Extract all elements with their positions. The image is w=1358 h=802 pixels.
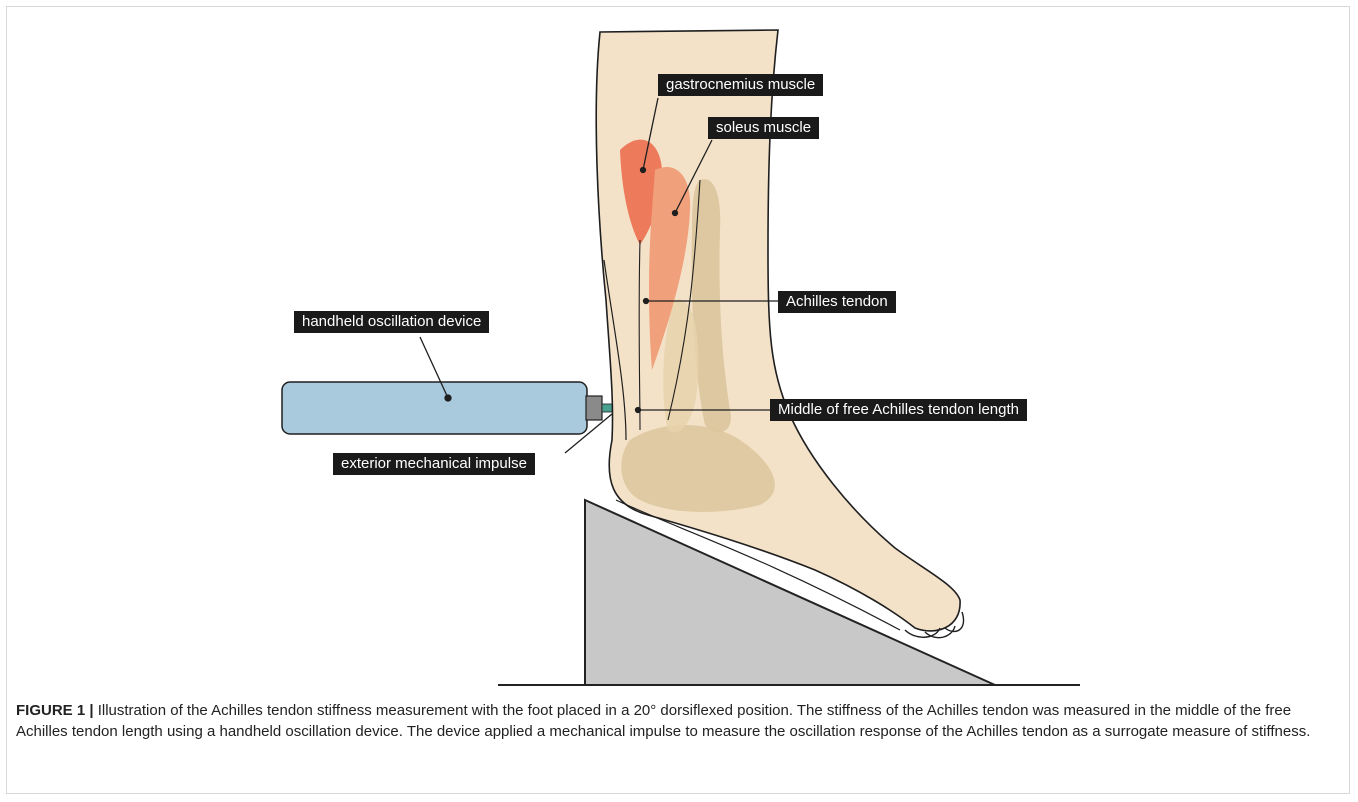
dot-achilles: [644, 299, 649, 304]
figure-caption: FIGURE 1 | Illustration of the Achilles …: [16, 700, 1342, 742]
illustration: [0, 0, 1358, 700]
dot-gastrocnemius: [641, 168, 646, 173]
label-device: handheld oscillation device: [294, 311, 489, 333]
device-tip-probe: [602, 404, 612, 412]
label-middle: Middle of free Achilles tendon length: [770, 399, 1027, 421]
label-impulse: exterior mechanical impulse: [333, 453, 535, 475]
dot-device: [445, 395, 451, 401]
dot-middle: [636, 408, 641, 413]
figure-id: FIGURE 1 |: [16, 702, 94, 719]
dot-soleus: [673, 211, 678, 216]
label-soleus: soleus muscle: [708, 117, 819, 139]
device-tip-cap: [586, 396, 602, 420]
label-achilles: Achilles tendon: [778, 291, 896, 313]
caption-text: Illustration of the Achilles tendon stif…: [16, 702, 1310, 740]
device-body: [282, 382, 587, 434]
label-gastrocnemius: gastrocnemius muscle: [658, 74, 823, 96]
